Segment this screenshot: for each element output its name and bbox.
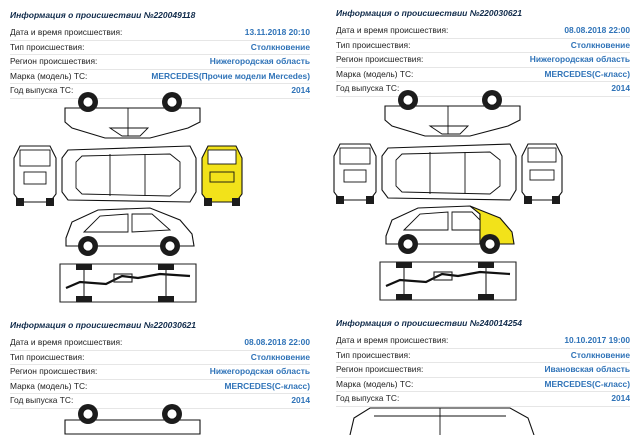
field-value: MERCEDES(С-класс) bbox=[224, 380, 310, 391]
field-label: Год выпуска ТС: bbox=[336, 393, 400, 403]
field-row: Тип происшествия: Столкновение bbox=[10, 41, 310, 55]
incident-title: Информация о происшествии №220049118 bbox=[10, 10, 196, 20]
field-row: Дата и время происшествия: 13.11.2018 20:… bbox=[10, 26, 310, 41]
car-underbody-view bbox=[379, 261, 517, 301]
car-damage-diagram-1 bbox=[13, 92, 243, 303]
field-value: 13.11.2018 20:10 bbox=[244, 27, 310, 37]
incident-fields: Дата и время происшествия: 08.08.2018 22:… bbox=[336, 24, 630, 97]
field-value: 08.08.2018 22:00 bbox=[244, 337, 310, 347]
incident-fields: Дата и время происшествия: 10.10.2017 19:… bbox=[336, 334, 630, 407]
field-label: Марка (модель) ТС: bbox=[336, 378, 414, 389]
field-row: Регион происшествия: Нижегородская област… bbox=[10, 365, 310, 380]
field-value: 08.08.2018 22:00 bbox=[564, 25, 630, 35]
field-value: Столкновение bbox=[250, 351, 310, 362]
field-row: Регион происшествия: Ивановская область bbox=[336, 363, 630, 378]
field-label: Марка (модель) ТС: bbox=[10, 380, 88, 391]
field-value: 2014 bbox=[611, 83, 630, 93]
field-row: Тип происшествия: Столкновение bbox=[336, 349, 630, 363]
field-row: Тип происшествия: Столкновение bbox=[336, 39, 630, 53]
incident-fields: Дата и время происшествия: 13.11.2018 20:… bbox=[10, 26, 310, 99]
incident-card-4: Информация о происшествии №240014254 Дат… bbox=[336, 316, 630, 407]
field-label: Марка (модель) ТС: bbox=[336, 68, 414, 79]
field-row: Дата и время происшествия: 10.10.2017 19:… bbox=[336, 334, 630, 349]
field-row: Марка (модель) ТС: MERCEDES(С-класс) bbox=[336, 68, 630, 82]
field-value: Ивановская область bbox=[544, 364, 630, 374]
field-value: MERCEDES(Прочие модели Mercedes) bbox=[151, 70, 310, 81]
field-value: MERCEDES(С-класс) bbox=[544, 68, 630, 79]
field-label: Тип происшествия: bbox=[336, 39, 411, 50]
incident-card-1: Информация о происшествии №220049118 Дат… bbox=[10, 8, 310, 99]
field-value: 2014 bbox=[611, 393, 630, 403]
field-label: Дата и время происшествия: bbox=[336, 335, 449, 345]
car-top-view bbox=[61, 145, 197, 203]
field-label: Регион происшествия: bbox=[10, 56, 98, 66]
car-damage-diagram-2 bbox=[333, 90, 563, 301]
field-row: Тип происшествия: Столкновение bbox=[10, 351, 310, 365]
field-label: Тип происшествия: bbox=[336, 349, 411, 360]
field-value: 10.10.2017 19:00 bbox=[564, 335, 630, 345]
field-row: Год выпуска ТС: 2014 bbox=[10, 84, 310, 99]
car-damage-diagram-3 bbox=[64, 404, 201, 435]
field-value: MERCEDES(С-класс) bbox=[544, 378, 630, 389]
field-label: Дата и время происшествия: bbox=[336, 25, 449, 35]
car-side-view-top bbox=[384, 90, 521, 137]
car-side-view-top bbox=[349, 407, 535, 435]
field-label: Дата и время происшествия: bbox=[10, 27, 123, 37]
field-label: Регион происшествия: bbox=[10, 366, 98, 376]
field-value: Столкновение bbox=[570, 349, 630, 360]
field-label: Тип происшествия: bbox=[10, 41, 85, 52]
field-label: Регион происшествия: bbox=[336, 364, 424, 374]
field-value: Нижегородская область bbox=[209, 56, 310, 66]
car-front-view bbox=[201, 145, 243, 206]
field-label: Дата и время происшествия: bbox=[10, 337, 123, 347]
car-damage-diagram-4 bbox=[349, 407, 535, 435]
incident-card-3: Информация о происшествии №220030621 Дат… bbox=[10, 318, 310, 409]
field-row: Регион происшествия: Нижегородская област… bbox=[10, 55, 310, 70]
field-value: Нижегородская область bbox=[529, 54, 630, 64]
field-row: Дата и время происшествия: 08.08.2018 22:… bbox=[10, 336, 310, 351]
field-label: Год выпуска ТС: bbox=[336, 83, 400, 93]
field-value: 2014 bbox=[291, 395, 310, 405]
incident-card-2: Информация о происшествии №220030621 Дат… bbox=[336, 6, 630, 97]
car-rear-view bbox=[333, 143, 377, 204]
car-side-view-top bbox=[64, 92, 201, 139]
field-label: Год выпуска ТС: bbox=[10, 85, 74, 95]
field-row: Марка (модель) ТС: MERCEDES(Прочие модели… bbox=[10, 70, 310, 84]
damage-zone-front-fender bbox=[469, 205, 515, 245]
incident-title: Информация о происшествии №220030621 bbox=[336, 8, 522, 18]
car-front-view bbox=[521, 143, 563, 204]
field-row: Марка (модель) ТС: MERCEDES(С-класс) bbox=[336, 378, 630, 392]
incident-title: Информация о происшествии №220030621 bbox=[10, 320, 196, 330]
field-label: Год выпуска ТС: bbox=[10, 395, 74, 405]
car-side-view-bottom bbox=[385, 205, 515, 254]
field-value: 2014 bbox=[291, 85, 310, 95]
field-value: Нижегородская область bbox=[209, 366, 310, 376]
car-top-view bbox=[381, 143, 517, 201]
field-value: Столкновение bbox=[250, 41, 310, 52]
field-label: Марка (модель) ТС: bbox=[10, 70, 88, 81]
field-row: Год выпуска ТС: 2014 bbox=[10, 394, 310, 409]
car-side-view-bottom bbox=[65, 207, 195, 256]
incident-fields: Дата и время происшествия: 08.08.2018 22:… bbox=[10, 336, 310, 409]
field-row: Год выпуска ТС: 2014 bbox=[336, 392, 630, 407]
field-row: Марка (модель) ТС: MERCEDES(С-класс) bbox=[10, 380, 310, 394]
field-label: Регион происшествия: bbox=[336, 54, 424, 64]
field-label: Тип происшествия: bbox=[10, 351, 85, 362]
field-row: Регион происшествия: Нижегородская област… bbox=[336, 53, 630, 68]
car-rear-view bbox=[13, 145, 57, 206]
incident-title: Информация о происшествии №240014254 bbox=[336, 318, 522, 328]
car-underbody-view bbox=[59, 263, 197, 303]
field-row: Дата и время происшествия: 08.08.2018 22:… bbox=[336, 24, 630, 39]
field-value: Столкновение bbox=[570, 39, 630, 50]
car-side-view-top bbox=[64, 404, 201, 435]
